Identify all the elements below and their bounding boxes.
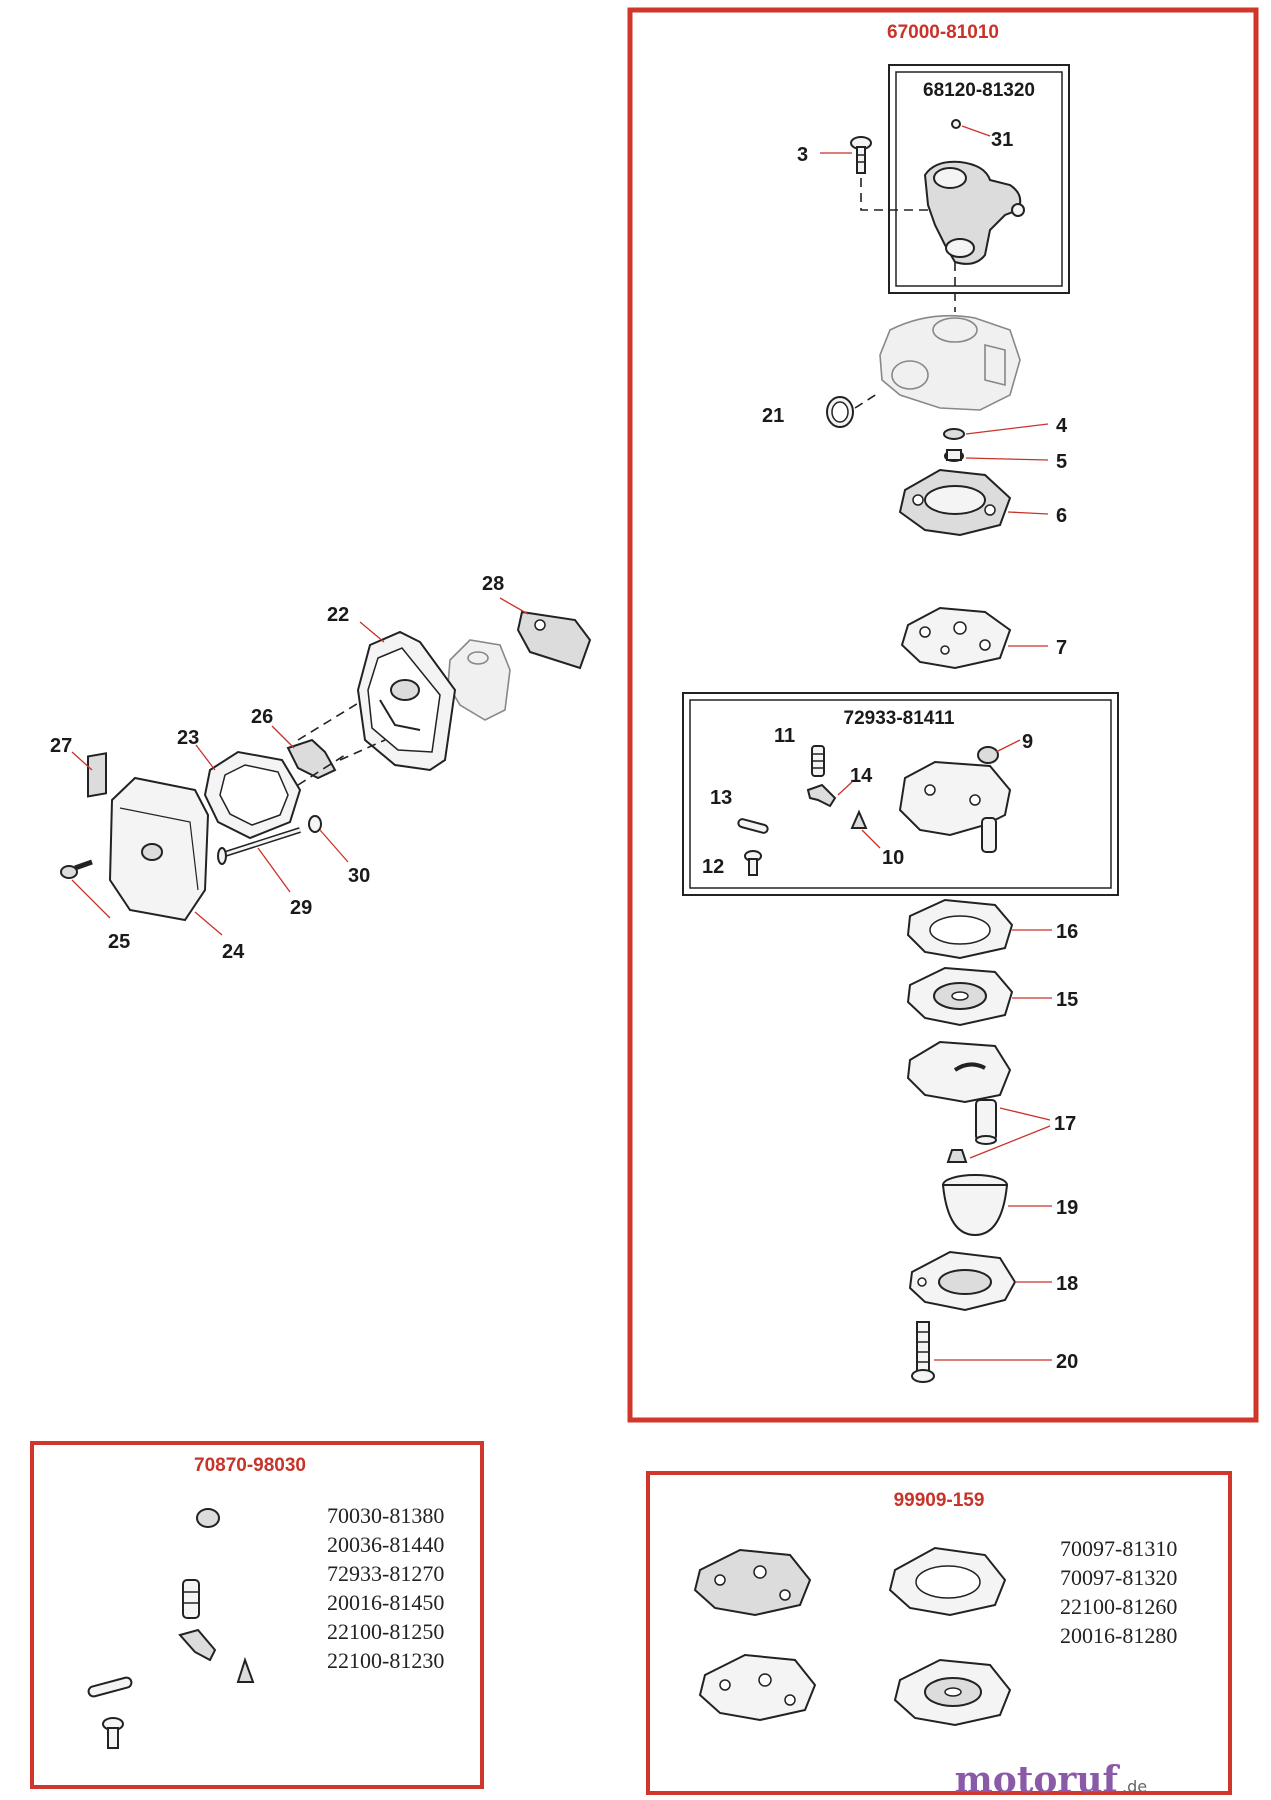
carburetor-assembly-frame [627, 7, 1259, 1423]
repair-kit-a-item-1: 70030-81380 [327, 1503, 444, 1528]
callout-9: 9 [1022, 731, 1033, 753]
callout-19: 19 [1056, 1197, 1078, 1219]
part-10-needle [850, 809, 868, 829]
part-carburetor-housing [879, 314, 1021, 411]
part-22-air-cleaner-base [356, 630, 457, 772]
callout-21: 21 [762, 405, 784, 427]
part-30-washer [308, 815, 322, 833]
gasket-kit-contents: 70097-81310 70097-81320 22100-81260 2001… [1060, 1536, 1177, 1648]
part-24-air-cleaner-cover [108, 776, 210, 922]
repair-kit-a-frame [30, 1441, 484, 1789]
callout-6: 6 [1056, 505, 1067, 527]
part-18-retainer [908, 1250, 1017, 1312]
part-17-check-valve [946, 1149, 968, 1163]
callout-3: 3 [797, 144, 808, 166]
repair-kit-a-parts [87, 1508, 255, 1749]
callout-17: 17 [1054, 1113, 1076, 1135]
callout-12: 12 [702, 856, 724, 878]
gasket-kit-parts [693, 1546, 1012, 1727]
part-16-gasket [906, 898, 1014, 960]
part-29-bolt [217, 827, 301, 865]
pump-body-kit-frame [682, 692, 1119, 896]
part-carburetor-body [923, 160, 1025, 265]
repair-kit-a-part-no: 70870-98030 [194, 1455, 306, 1476]
callout-15: 15 [1056, 989, 1078, 1011]
part-13-pin [737, 818, 769, 834]
part-25-screw [60, 859, 93, 879]
gasket-kit-item-2: 70097-81320 [1060, 1565, 1177, 1590]
callout-16: 16 [1056, 921, 1078, 943]
part-12-screw [744, 850, 762, 876]
repair-kit-a-item-4: 20016-81450 [327, 1590, 444, 1615]
repair-kit-a-item-2: 20036-81440 [327, 1532, 444, 1557]
callout-31: 31 [991, 129, 1013, 151]
callout-28: 28 [482, 573, 504, 595]
part-19-primer-bulb [941, 1174, 1009, 1237]
gasket-kit-item-3: 22100-81260 [1060, 1594, 1177, 1619]
part-11-spring [811, 745, 825, 777]
part-4-washer [943, 428, 965, 440]
part-carburetor-ghost [447, 639, 511, 721]
gasket-kit-part-no: 99909-159 [894, 1490, 985, 1511]
callout-18: 18 [1056, 1273, 1078, 1295]
watermark-suffix: .de [1122, 1777, 1147, 1796]
part-20-screw [911, 1321, 935, 1383]
callout-5: 5 [1056, 451, 1067, 473]
part-27-label [87, 752, 107, 798]
callout-13: 13 [710, 787, 732, 809]
callout-23: 23 [177, 727, 199, 749]
callout-4: 4 [1056, 415, 1068, 437]
repair-kit-a-item-3: 72933-81270 [327, 1561, 444, 1586]
part-28-gasket [516, 610, 592, 670]
repair-kit-a-item-6: 22100-81230 [327, 1648, 444, 1673]
pump-body-kit-part-no: 72933-81411 [844, 708, 955, 729]
callout-30: 30 [348, 865, 370, 887]
part-9-nut [977, 746, 999, 764]
callout-11: 11 [774, 725, 795, 747]
callout-22: 22 [327, 604, 349, 626]
part-7-gasket [900, 606, 1012, 670]
part-15-diaphragm [906, 966, 1014, 1027]
part-pump-body [898, 760, 1012, 853]
callout-10: 10 [882, 847, 904, 869]
repair-kit-a-item-5: 22100-81250 [327, 1619, 444, 1644]
callout-20: 20 [1056, 1351, 1078, 1373]
gasket-kit-frame [646, 1471, 1232, 1795]
callout-24: 24 [222, 941, 245, 963]
watermark-logo: motoruf .de [955, 1759, 1147, 1800]
callout-27: 27 [50, 735, 72, 757]
carburetor-assembly-part-no: 67000-81010 [887, 22, 999, 43]
repair-kit-a-contents: 70030-81380 20036-81440 72933-81270 2001… [327, 1503, 444, 1673]
part-6-metering-plate [898, 468, 1012, 537]
part-5-fitting [944, 449, 964, 462]
carburetor-body-part-no: 68120-81320 [923, 80, 1035, 101]
carburetor-body-frame [888, 64, 1070, 294]
gasket-kit-item-4: 20016-81280 [1060, 1623, 1177, 1648]
part-3-screw [850, 136, 872, 174]
watermark-brand: motoruf [955, 1759, 1121, 1800]
callout-25: 25 [108, 931, 130, 953]
part-23-foam-element [203, 750, 302, 840]
callout-29: 29 [290, 897, 312, 919]
callout-7: 7 [1056, 637, 1067, 659]
callout-26: 26 [251, 706, 273, 728]
part-31-oring [951, 119, 961, 129]
part-26-bracket [286, 738, 337, 780]
part-14-lever [806, 783, 837, 808]
gasket-kit-item-1: 70097-81310 [1060, 1536, 1177, 1561]
part-17-pump-cover [906, 1040, 1012, 1145]
callout-14: 14 [850, 765, 873, 787]
